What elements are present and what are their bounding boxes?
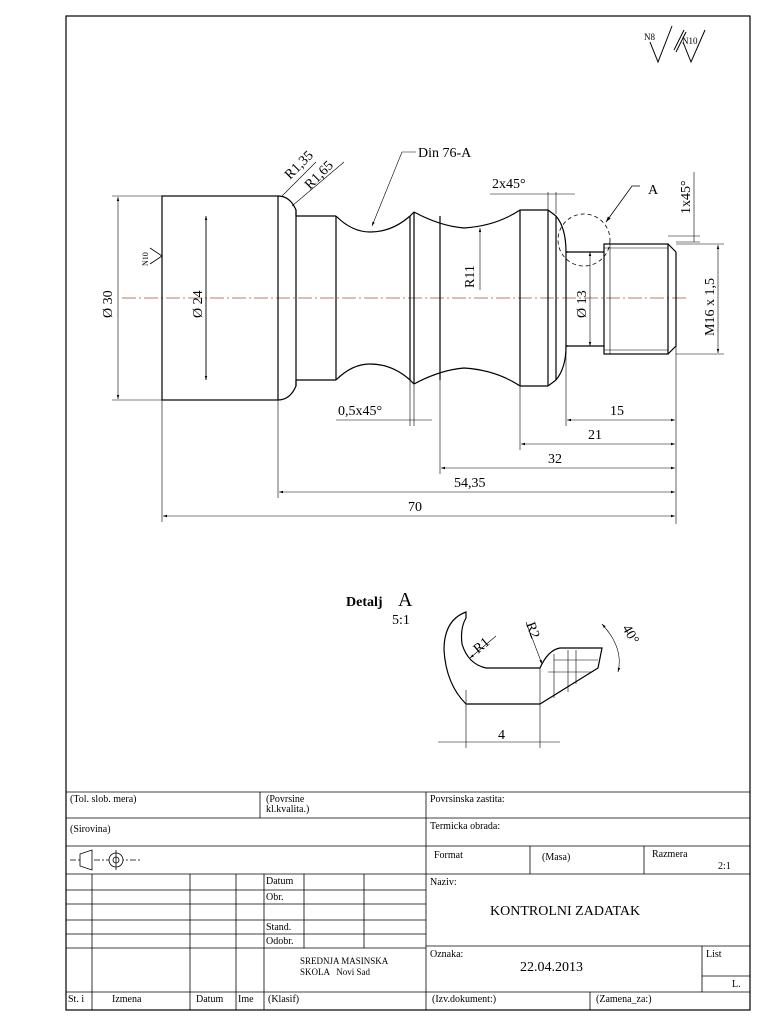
obr-label: Obr. (266, 892, 284, 903)
len21-label: 21 (588, 428, 602, 443)
oznaka-label: Oznaka: (430, 949, 464, 960)
len5435-label: 54,35 (454, 476, 486, 491)
detail-r2-label: R2 (522, 620, 542, 640)
chamfer-1x45-label: 1x45° (679, 180, 694, 214)
detail-dims (438, 621, 621, 748)
detail-circle (557, 213, 611, 267)
surface-finish-symbol (649, 25, 706, 64)
len70-label: 70 (408, 500, 422, 515)
format-label: Format (434, 850, 463, 861)
list-value: L. (732, 979, 741, 990)
povrsine-label: (Povrsine kl.kvalita.) (266, 794, 310, 815)
fillet-leaders (281, 161, 345, 207)
naziv-label: Naziv: (430, 877, 457, 888)
masa-label: (Masa) (542, 852, 571, 863)
school-line2: SKOLA Novi Sad (300, 967, 371, 977)
local-finish-symbol (149, 247, 163, 265)
len15-label: 15 (610, 404, 624, 419)
st-i-label: St. i (68, 994, 85, 1005)
razmera-value: 2:1 (718, 861, 731, 872)
sirovina-label: (Sirovina) (70, 824, 111, 835)
school-line1: SREDNJA MASINSKA (300, 956, 389, 966)
dim-d30 (112, 195, 162, 401)
len32-label: 32 (548, 452, 562, 467)
title-block-grid (66, 791, 750, 1010)
stand-label: Stand. (266, 922, 292, 933)
detail-heading: Detalj (346, 595, 383, 610)
thread-label: M16 x 1,5 (703, 278, 718, 336)
oznaka-value: 22.04.2013 (520, 960, 583, 975)
detail-profile (443, 611, 603, 705)
detail-letter-main: A (648, 183, 659, 198)
dim-thread (676, 243, 724, 355)
detail-angle-label: 40° (619, 623, 642, 647)
finish-secondary-label: N10 (682, 36, 698, 46)
naziv-value: KONTROLNI ZADATAK (490, 904, 641, 919)
detail-r1-label: R1 (471, 635, 493, 657)
odobr-label: Odobr. (266, 936, 294, 947)
klasif-label: (Klasif) (268, 994, 300, 1005)
izv-dokument-label: (Izv.dokument:) (432, 994, 497, 1005)
din-leader (371, 151, 416, 227)
dim-1x45 (668, 172, 700, 243)
dim-2x45 (490, 192, 575, 214)
list-label: List (706, 949, 722, 960)
drawing-frame (65, 15, 751, 1011)
shaft-outline (161, 195, 677, 401)
detail-scale: 5:1 (392, 613, 410, 628)
finish-main-label: N8 (644, 32, 655, 42)
datum-col-label: Datum (196, 994, 224, 1005)
chamfer-05x45-label: 0,5x45° (338, 404, 382, 419)
chamfer-2x45-label: 2x45° (492, 177, 526, 192)
projection-symbol (70, 849, 140, 871)
detail-heading-letter: A (398, 589, 413, 611)
zamena-za-label: (Zamena_za:) (596, 994, 652, 1005)
d30-label: Ø 30 (101, 290, 116, 318)
din-label: Din 76-A (418, 146, 472, 161)
detail-width-label: 4 (498, 728, 505, 743)
povrsinska-zastita-label: Povrsinska zastita: (430, 794, 505, 805)
r11-label: R11 (463, 265, 478, 288)
dim-05x45 (336, 380, 432, 426)
detail-leader (605, 185, 640, 223)
d13-label: Ø 13 (575, 290, 590, 318)
length-dims (161, 346, 677, 524)
ime-label: Ime (238, 994, 254, 1005)
razmera-label: Razmera (652, 849, 688, 860)
d24-label: Ø 24 (191, 290, 206, 318)
termicka-obrada-label: Termicka obrada: (430, 821, 501, 832)
izmena-label: Izmena (112, 994, 142, 1005)
local-finish-label: N10 (141, 252, 150, 266)
tol-label: (Tol. slob. mera) (70, 794, 137, 805)
datum-label: Datum (266, 876, 294, 887)
